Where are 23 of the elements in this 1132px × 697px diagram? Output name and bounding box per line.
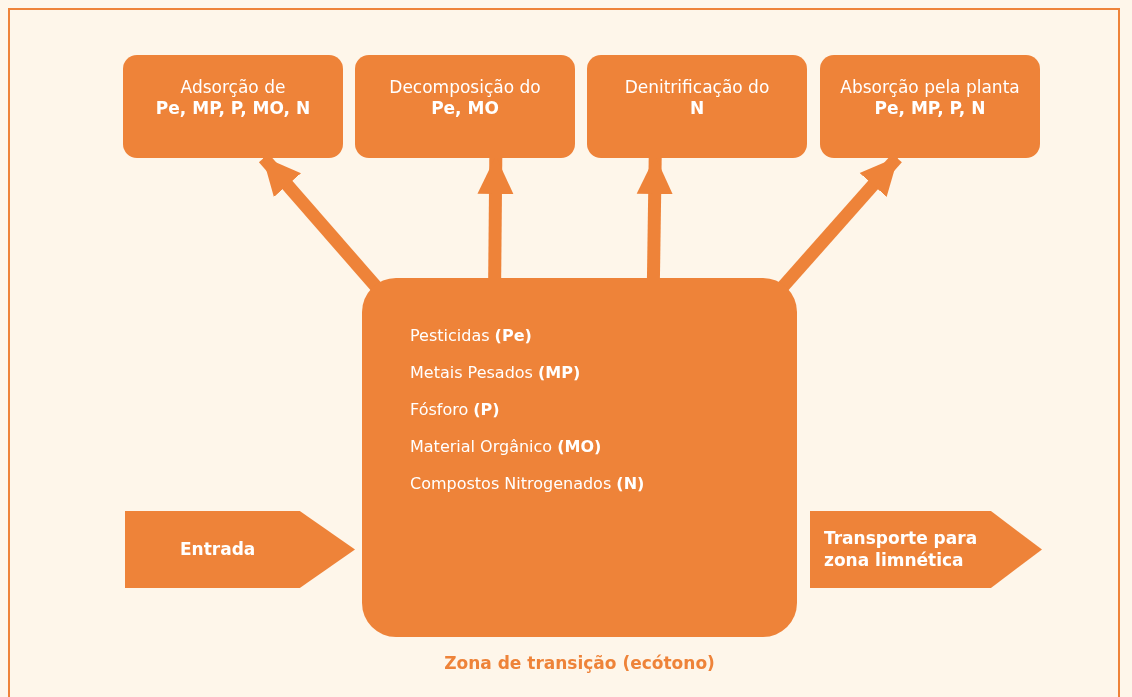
process-box	[587, 55, 807, 158]
substance-item: Compostos Nitrogenados (N)	[410, 474, 646, 494]
process-box	[123, 55, 343, 158]
substance-list: Pe, MP, P, N	[874, 98, 986, 120]
substance-item: Fósforo (P)	[410, 400, 501, 420]
process-title: Denitrificação do	[624, 77, 770, 99]
substance-list: Pe, MO	[431, 98, 499, 120]
arrow	[477, 156, 514, 279]
process-title: Absorção pela planta	[840, 77, 1020, 99]
substance-list: N	[689, 98, 705, 120]
substance-list: Pe, MP, P, MO, N	[155, 98, 311, 120]
zone-caption: Zona de transição (ecótono)	[443, 653, 716, 673]
substance-item: Metais Pesados (MP)	[410, 363, 582, 383]
process-box	[820, 55, 1040, 158]
substance-item: Pesticidas (Pe)	[410, 326, 533, 346]
process-title: Decomposição do	[389, 77, 541, 99]
substance-item: Material Orgânico (MO)	[410, 437, 603, 457]
arrow	[636, 156, 673, 279]
flow-label: Entrada	[180, 538, 257, 561]
zone-box	[362, 278, 797, 637]
flow-label: Transporte para zona limnética	[824, 528, 979, 571]
process-title: Adsorção de	[180, 77, 286, 99]
process-box	[355, 55, 575, 158]
